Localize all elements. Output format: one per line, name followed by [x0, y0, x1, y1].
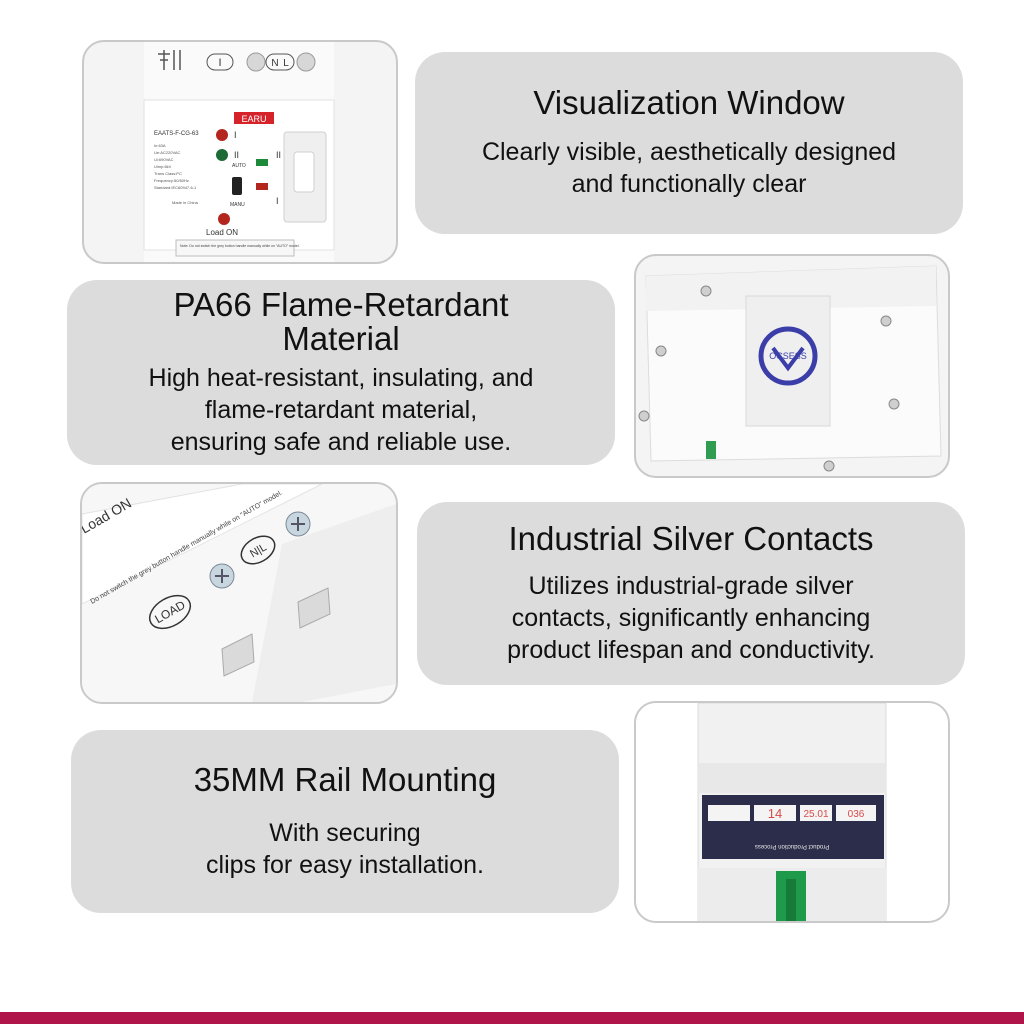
- svg-text:I: I: [276, 196, 279, 206]
- feature-desc-line: Utilizes industrial-grade silver: [528, 571, 854, 600]
- terminal-label-n: N: [271, 58, 278, 69]
- terminal-closeup-photo: Load ON Do not switch the grey button ha…: [80, 482, 398, 704]
- svg-text:Uimp:6kV: Uimp:6kV: [154, 164, 172, 169]
- feature-desc-line: ensuring safe and reliable use.: [170, 427, 512, 456]
- terminal-label-i: I: [218, 57, 221, 69]
- feature-desc-line: High heat-resistant, insulating, and: [148, 363, 534, 392]
- indicator-green: [216, 149, 228, 161]
- feature-title: Material: [282, 319, 400, 357]
- feature-card-rail-mounting: 35MM Rail Mounting With securing clips f…: [71, 730, 619, 913]
- svg-text:In:63A: In:63A: [154, 143, 166, 148]
- feature-desc-line: and functionally clear: [571, 170, 807, 198]
- terminal-label-l: L: [283, 58, 289, 69]
- feature-title: Visualization Window: [533, 84, 845, 121]
- rail-mount-photo: 14 25.01 036 Product Production Process: [634, 701, 950, 923]
- manual-toggle: [232, 177, 242, 195]
- feature-desc-line: product lifespan and conductivity.: [507, 635, 875, 664]
- feature-desc-line: Clearly visible, aesthetically designed: [481, 138, 897, 166]
- svg-text:II: II: [276, 150, 281, 160]
- terminal-screws: [246, 52, 316, 72]
- note-label: Note: Do not switch the grey button hand…: [180, 244, 300, 248]
- load-on-label: Load ON: [206, 228, 238, 237]
- product-front-illustration: I N L EARU EAATS-F-CG-63 In:63A Ue:AC220…: [143, 42, 335, 262]
- svg-text:Frequency:50/60Hz: Frequency:50/60Hz: [154, 178, 189, 183]
- product-side-photo: OCSESS: [634, 254, 950, 478]
- certification-text: OCSESS: [769, 351, 807, 361]
- svg-text:AUTO: AUTO: [232, 163, 246, 169]
- product-front-photo: I N L EARU EAATS-F-CG-63 In:63A Ue:AC220…: [82, 40, 398, 264]
- feature-title: 35MM Rail Mounting: [193, 760, 497, 798]
- brand-label: EARU: [241, 114, 266, 124]
- bottom-accent-bar: [0, 1012, 1024, 1024]
- model-label: EAATS-F-CG-63: [154, 131, 199, 137]
- svg-text:Standard:IEC60947-6-1: Standard:IEC60947-6-1: [154, 185, 197, 190]
- svg-text:Trans Class:PC: Trans Class:PC: [154, 171, 182, 176]
- feature-title: Industrial Silver Contacts: [508, 519, 874, 557]
- svg-text:Made in China: Made in China: [172, 200, 199, 205]
- label-footer: Product Production Process: [755, 843, 829, 849]
- indicator-red-2: [218, 213, 230, 225]
- label-value: 25.01: [803, 809, 828, 820]
- svg-text:Ue:AC220VAC: Ue:AC220VAC: [154, 150, 180, 155]
- feature-desc-line: With securing: [269, 818, 421, 847]
- svg-text:MANU: MANU: [230, 202, 245, 208]
- feature-desc-line: clips for easy installation.: [206, 850, 484, 879]
- feature-card-visualization-window: Visualization Window Clearly visible, ae…: [415, 52, 963, 234]
- svg-text:I: I: [234, 130, 237, 140]
- indicator-red-1: [216, 129, 228, 141]
- svg-text:Ui:690VAC: Ui:690VAC: [154, 157, 174, 162]
- feature-card-pa66-material: PA66 Flame-Retardant Material High heat-…: [67, 280, 615, 465]
- feature-title: PA66 Flame-Retardant: [173, 285, 509, 323]
- rail-mount-illustration: 14 25.01 036 Product Production Process: [636, 703, 948, 921]
- label-value: 036: [848, 809, 865, 820]
- certification-mark: [758, 326, 818, 386]
- terminal-illustration: Load ON Do not switch the grey button ha…: [82, 484, 396, 702]
- svg-text:II: II: [234, 150, 239, 160]
- logo-mark: [158, 50, 181, 70]
- product-side-illustration: OCSESS: [638, 265, 942, 472]
- feature-desc-line: contacts, significantly enhancing: [511, 603, 871, 632]
- label-value: 14: [768, 806, 782, 821]
- feature-card-silver-contacts: Industrial Silver Contacts Utilizes indu…: [417, 502, 965, 685]
- feature-desc-line: flame-retardant material,: [204, 395, 478, 424]
